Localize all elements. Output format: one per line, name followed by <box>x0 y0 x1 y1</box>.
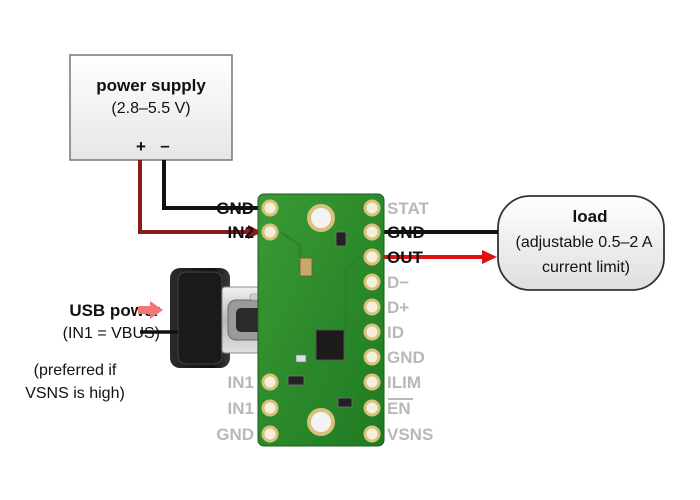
usb-preference-note-line1: (preferred if <box>34 362 117 379</box>
charger-ic-chip <box>315 329 345 361</box>
usb-cable <box>170 268 230 368</box>
usb-power-label: USB power <box>69 301 160 320</box>
smd-component <box>299 257 313 277</box>
positive-wire-arrow-icon <box>248 225 262 239</box>
pin-label-stat: STAT <box>387 199 429 218</box>
pin-label-out: OUT <box>387 248 424 267</box>
smd-component <box>337 397 353 408</box>
pcb-trace <box>344 255 362 330</box>
load-current-range: (adjustable 0.5–2 A <box>516 234 653 251</box>
smd-component <box>335 231 347 247</box>
pin-label-d-plus: D+ <box>387 298 409 317</box>
pin-label-in1-b: IN1 <box>228 399 254 418</box>
pin-label-left-gnd: GND <box>216 199 254 218</box>
usb-power-arrow-icon <box>138 301 163 319</box>
pcb-trace <box>279 230 302 258</box>
load-current-limit: current limit) <box>542 259 630 276</box>
usb-preference-note-line2: VSNS is high) <box>25 385 125 402</box>
pin-label-in1-a: IN1 <box>228 373 254 392</box>
pin-label-vsns: VSNS <box>387 425 433 444</box>
power-supply-box: power supply (2.8–5.5 V) + – <box>69 54 233 161</box>
load-box: load (adjustable 0.5–2 A current limit) <box>497 195 665 291</box>
pin-label-en: EN <box>387 399 411 418</box>
usb-power-subtitle: (IN1 = VBUS) <box>63 325 160 342</box>
pin-label-left-gnd-bottom: GND <box>216 425 254 444</box>
mounting-hole-top <box>307 204 335 232</box>
plus-terminal-label: + <box>136 137 146 156</box>
smd-component <box>287 375 305 386</box>
pin-label-ilim: ILIM <box>387 373 421 392</box>
right-pin-pads <box>363 199 381 443</box>
charger-board <box>257 193 385 447</box>
pin-label-d-minus: D− <box>387 273 409 292</box>
pin-label-right-gnd-2: GND <box>387 348 425 367</box>
pin-label-in2: IN2 <box>228 223 254 242</box>
power-supply-range: (2.8–5.5 V) <box>111 100 190 117</box>
output-arrow-icon <box>482 250 497 264</box>
minus-terminal-label: – <box>160 136 169 155</box>
pin-label-right-gnd: GND <box>387 223 425 242</box>
mounting-hole-bottom <box>307 408 335 436</box>
pin-label-id: ID <box>387 323 404 342</box>
power-supply-title: power supply <box>96 76 206 95</box>
negative-wire <box>162 160 268 210</box>
smd-component <box>295 354 307 363</box>
left-pin-pads <box>261 199 279 443</box>
load-title: load <box>573 207 608 226</box>
positive-wire <box>138 160 248 234</box>
